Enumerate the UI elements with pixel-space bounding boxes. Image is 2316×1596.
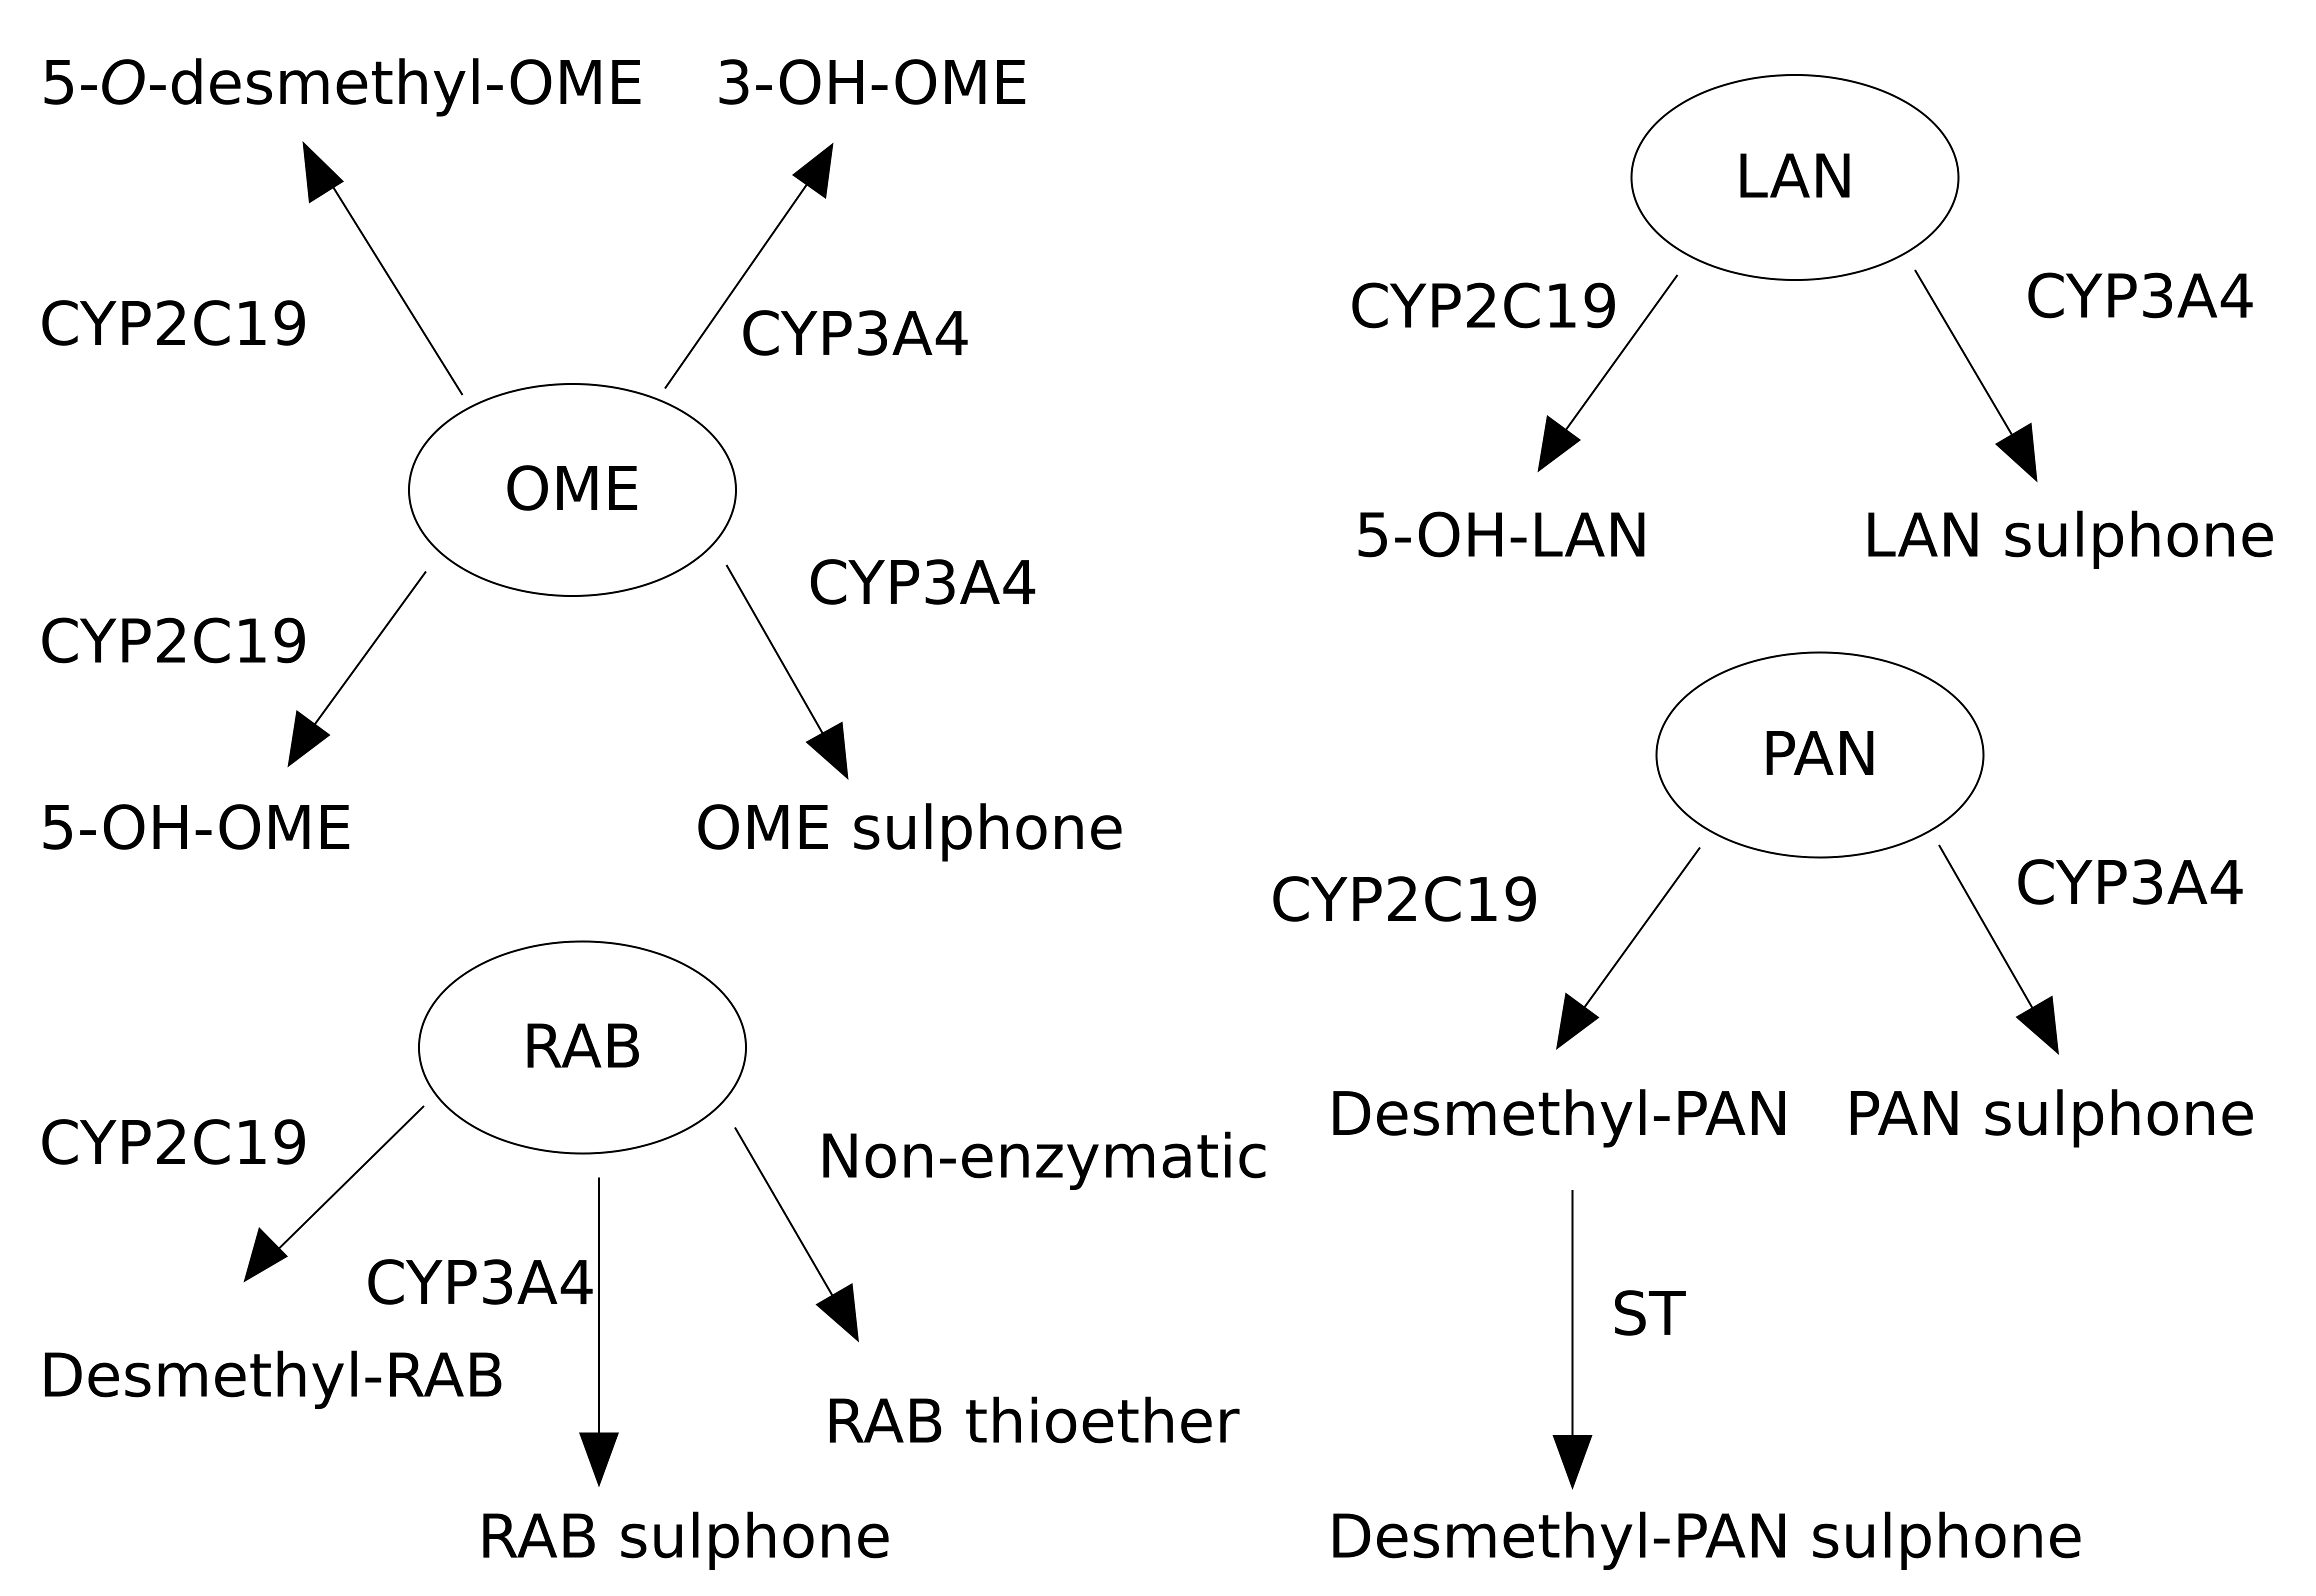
- ome-bottom-left-product: 5-OH-OME: [39, 794, 353, 864]
- pan-node: [1656, 652, 1984, 858]
- rab-left-arrow: [244, 1105, 425, 1282]
- pan-second-enzyme: ST: [1611, 1280, 1686, 1350]
- lan-right-arrow: [1914, 269, 2038, 482]
- lan-right-product: LAN sulphone: [1862, 502, 2276, 571]
- rab-middle-enzyme: CYP3A4: [365, 1249, 596, 1318]
- ome-bottom-right-enzyme: CYP3A4: [808, 549, 1038, 618]
- rab-middle-product: RAB sulphone: [478, 1502, 892, 1572]
- ome-node: [408, 383, 737, 597]
- lan-left-arrow: [1538, 274, 1678, 472]
- pan-right-product: PAN sulphone: [1845, 1080, 2256, 1150]
- lan-pathway: LAN CYP2C19 5-OH-LAN CYP3A4 LAN sulphone: [1349, 74, 2276, 571]
- rab-right-arrow: [734, 1126, 859, 1342]
- ome-top-left-product: 5-O-desmethyl-OME: [40, 49, 644, 118]
- pan-second-arrow: [1552, 1190, 1592, 1490]
- ome-bottom-left-enzyme: CYP2C19: [39, 608, 309, 677]
- rab-node: [418, 940, 747, 1154]
- rab-left-enzyme: CYP2C19: [39, 1109, 309, 1178]
- lan-right-enzyme: CYP3A4: [2025, 262, 2256, 332]
- pan-left-enzyme: CYP2C19: [1270, 866, 1540, 936]
- ome-top-left-product-prefix: 5-: [40, 49, 100, 118]
- rab-pathway: RAB CYP2C19 Desmethyl-RAB CYP3A4 RAB sul…: [39, 940, 1269, 1572]
- ome-bottom-left-arrow: [288, 570, 427, 768]
- ome-top-left-product-suffix: -desmethyl-OME: [147, 49, 644, 118]
- rab-node-label: RAB: [522, 1012, 644, 1082]
- ome-bottom-right-product: OME sulphone: [695, 794, 1124, 864]
- ome-top-left-product-italic: O: [100, 49, 147, 118]
- lan-left-enzyme: CYP2C19: [1349, 272, 1619, 342]
- pan-second-product: Desmethyl-PAN sulphone: [1328, 1502, 2084, 1572]
- ome-top-left-enzyme: CYP2C19: [39, 290, 309, 360]
- lan-node: [1630, 74, 1960, 281]
- ome-top-left-arrow: [302, 141, 464, 396]
- rab-left-product: Desmethyl-RAB: [39, 1342, 506, 1411]
- rab-right-enzyme: Non-enzymatic: [818, 1122, 1269, 1192]
- ome-top-right-product: 3-OH-OME: [715, 49, 1029, 118]
- lan-node-label: LAN: [1734, 142, 1855, 212]
- ome-top-right-arrow: [664, 142, 834, 390]
- ome-top-right-enzyme: CYP3A4: [740, 300, 971, 370]
- rab-middle-arrow: [579, 1178, 619, 1488]
- lan-left-product: 5-OH-LAN: [1354, 502, 1650, 571]
- ome-bottom-right-arrow: [726, 564, 848, 780]
- ome-node-label: OME: [504, 455, 641, 524]
- rab-right-product: RAB thioether: [824, 1388, 1240, 1457]
- pan-node-label: PAN: [1761, 720, 1880, 790]
- pan-pathway: PAN CYP2C19 Desmethyl-PAN CYP3A4 PAN sul…: [1270, 652, 2256, 1572]
- pan-left-arrow: [1556, 846, 1701, 1050]
- pan-left-product: Desmethyl-PAN: [1328, 1080, 1791, 1150]
- pan-right-enzyme: CYP3A4: [2015, 849, 2246, 918]
- ome-pathway: OME 5-O-desmethyl-OME CYP2C19 3-OH-OME C…: [39, 49, 1124, 864]
- pan-right-arrow: [1938, 844, 2059, 1055]
